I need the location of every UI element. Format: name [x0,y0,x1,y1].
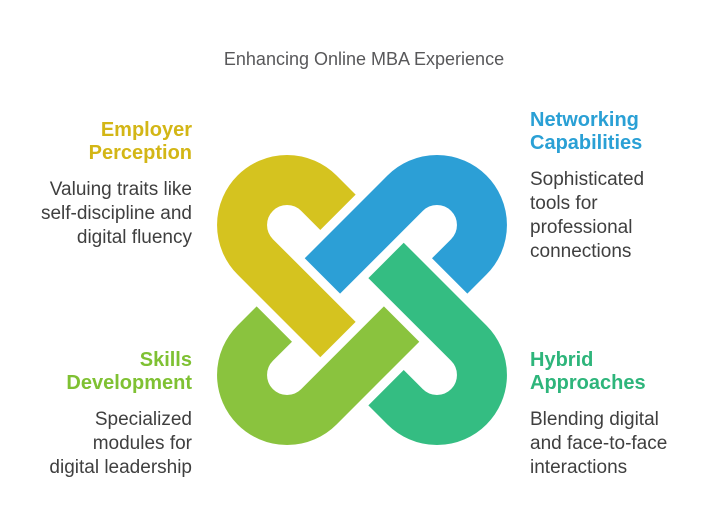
section-body: Sophisticated tools for professional con… [530,168,706,264]
section-heading: Hybrid Approaches [530,349,706,395]
section-body: Valuing traits like self-discipline and … [0,178,192,250]
knot-graphic [217,155,507,445]
section-networking-capabilities: Networking Capabilities Sophisticated to… [530,109,706,264]
section-hybrid-approaches: Hybrid Approaches Blending digital and f… [530,349,706,480]
body-line: interactions [530,457,628,478]
body-line: tools for [530,193,598,214]
body-line: professional [530,217,633,238]
body-line: Blending digital [530,409,659,430]
knot-piece-skills-development-icon [217,306,420,445]
body-line: digital fluency [76,227,192,248]
heading-line: Approaches [530,372,646,394]
body-line: Specialized [94,409,192,430]
body-line: self-discipline and [40,203,192,224]
section-heading: Skills Development [0,349,192,395]
section-skills-development: Skills Development Specialized modules f… [0,349,192,480]
heading-line: Perception [88,142,192,164]
body-line: modules for [92,433,192,454]
body-line: connections [530,241,632,262]
heading-line: Employer [100,119,192,141]
section-employer-perception: Employer Perception Valuing traits like … [0,119,192,250]
knot-piece-employer-perception-icon [217,155,356,358]
page-title: Enhancing Online MBA Experience [223,49,505,69]
heading-line: Skills [139,349,192,371]
body-line: Valuing traits like [49,179,192,200]
section-body: Blending digital and face-to-face intera… [530,408,706,480]
knot-piece-networking-capabilities-icon [304,155,507,294]
section-body: Specialized modules for digital leadersh… [0,408,192,480]
section-heading: Employer Perception [0,119,192,165]
knot-piece-hybrid-approaches-icon [368,242,507,445]
heading-line: Hybrid [530,349,594,371]
body-line: Sophisticated [530,169,645,190]
heading-line: Capabilities [530,132,643,154]
body-line: digital leadership [49,457,192,478]
heading-line: Development [66,372,192,394]
body-line: and face-to-face [530,433,668,454]
section-heading: Networking Capabilities [530,109,706,155]
heading-line: Networking [530,109,639,131]
